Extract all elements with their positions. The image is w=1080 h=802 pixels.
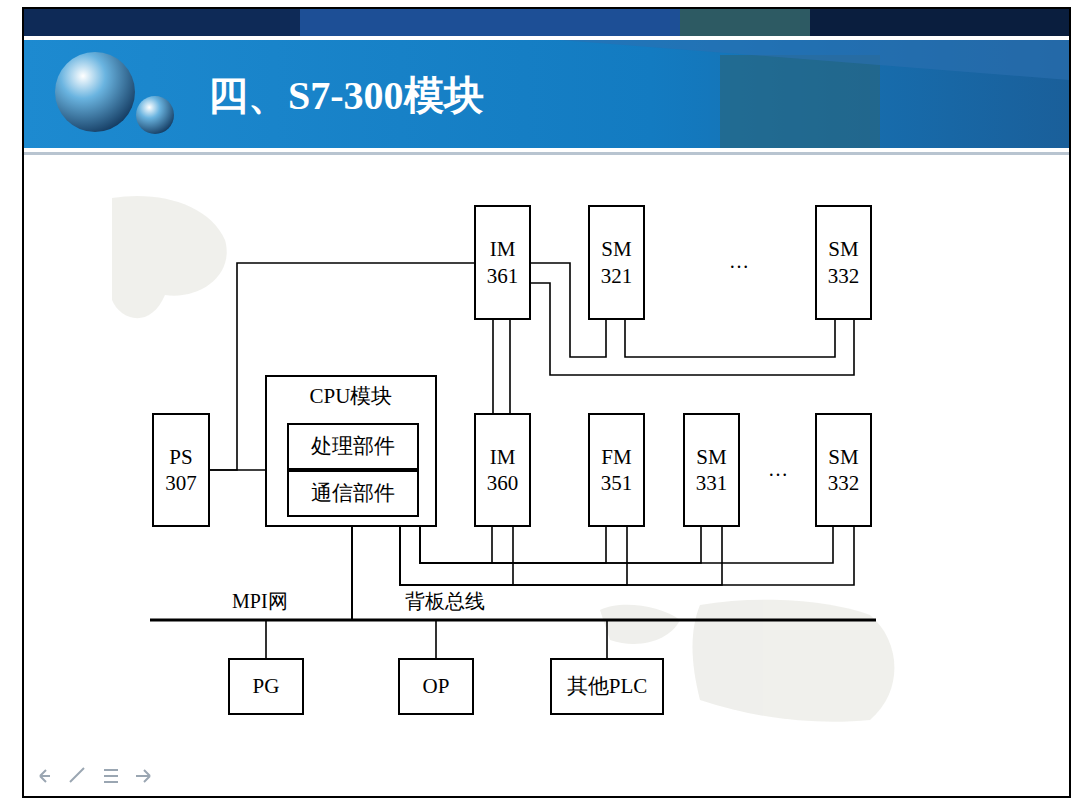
text-label: 背板总线 [403,588,487,615]
signal-module: SM 331 [683,413,740,527]
signal-module: SM 321 [588,205,645,320]
text-label: MPI网 [230,588,290,615]
node-text: IM 361 [476,236,529,289]
bus-connector [531,283,854,375]
bus-connector [493,320,510,413]
other-plc: 其他PLC [550,658,664,715]
node-text: CPU模块 [310,383,393,409]
node-text: 处理部件 [311,433,395,459]
node-text: SM 332 [817,444,870,497]
node-text: PS 307 [154,444,208,497]
function-module: FM 351 [588,413,645,527]
node-text: SM 331 [685,444,738,497]
interface-module: IM 360 [474,413,531,527]
bus-connector [400,527,627,585]
bus-connector [352,517,607,658]
node-text: OP [423,673,450,699]
node-text: 其他PLC [567,673,648,699]
node-text: IM 360 [476,444,529,497]
node-text: SM 332 [817,236,870,289]
slide-title: 四、S7-300模块 [208,68,484,123]
node-text: SM 321 [590,236,643,289]
cpu-module: CPU模块处理部件通信部件 [265,375,437,527]
power-supply-module: PS 307 [152,413,210,527]
operator-panel: OP [398,658,474,715]
signal-module: SM 332 [815,413,872,527]
communication-unit: 通信部件 [287,470,419,517]
interface-module: IM 361 [474,205,531,320]
node-text: PG [253,673,280,699]
signal-module: SM 332 [815,205,872,320]
programming-device: PG [228,658,304,715]
node-text: 通信部件 [311,480,395,506]
bus-connector [400,527,722,585]
processing-unit: 处理部件 [287,423,419,470]
bus-connector [400,527,513,585]
bus-connector [400,527,854,585]
text-label: … [766,458,790,481]
node-text: FM 351 [590,444,643,497]
text-label: … [727,250,751,273]
